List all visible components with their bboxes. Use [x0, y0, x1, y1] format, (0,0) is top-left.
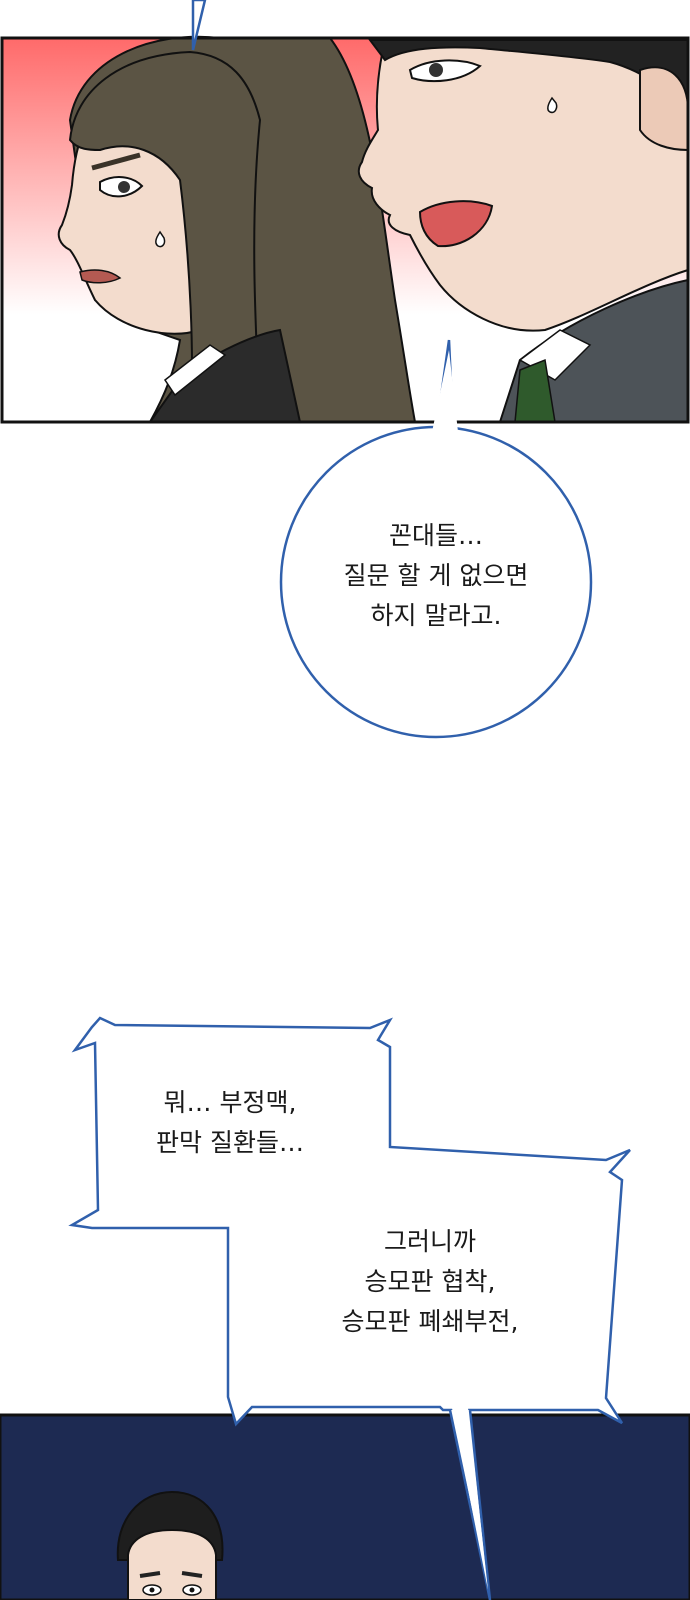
top-panel [0, 35, 690, 424]
bottom-panel-background [0, 1413, 690, 1600]
short-haired-man-brows [139, 1571, 203, 1578]
woman-mouth [79, 269, 122, 284]
shout-balloon-top-text: 뭐… 부정맥, 판막 질환들… [115, 1083, 345, 1163]
man-face [357, 39, 689, 332]
woman-sweat-drop [155, 230, 166, 248]
shout-balloon-tail [448, 1409, 492, 1600]
woman-character [57, 35, 417, 423]
man-mouth [418, 200, 494, 248]
woman-brow [91, 152, 141, 171]
shout-top-line-2: 판막 질환들… [156, 1128, 304, 1157]
spiky-shout-balloon [68, 1016, 631, 1600]
round-balloon-text: 꼰대들… 질문 할 게 없으면 하지 말라고. [296, 516, 576, 636]
bottom-panel [0, 1413, 690, 1600]
round-balloon-line-3: 하지 말라고. [370, 601, 502, 630]
shout-top-line-1: 뭐… 부정맥, [163, 1088, 297, 1117]
man-eye [408, 59, 482, 83]
short-haired-man-pupil-right [189, 1587, 195, 1593]
round-balloon-line-2: 질문 할 게 없으면 [343, 561, 529, 590]
shout-bottom-line-1: 그러니까 [383, 1227, 476, 1256]
round-balloon-line-1: 꼰대들… [388, 521, 483, 550]
woman-collar [163, 344, 227, 397]
short-haired-man-pupil-left [149, 1587, 155, 1593]
shout-balloon-bottom-text: 그러니까 승모판 협착, 승모판 폐쇄부전, [290, 1222, 570, 1342]
short-haired-man-face [127, 1528, 217, 1600]
top-panel-border [0, 36, 690, 424]
round-speech-balloon [279, 339, 593, 739]
man-ear [639, 66, 689, 152]
shout-bottom-line-3: 승모판 폐쇄부전, [341, 1307, 519, 1336]
man-character [357, 39, 689, 423]
short-haired-man-character [116, 1490, 224, 1600]
woman-pupil [118, 181, 130, 193]
top-offscreen-balloon-tail [191, 0, 207, 51]
shout-bottom-line-2: 승모판 협착, [364, 1267, 496, 1296]
man-sweat-drop [547, 96, 558, 114]
man-pupil [429, 63, 443, 77]
